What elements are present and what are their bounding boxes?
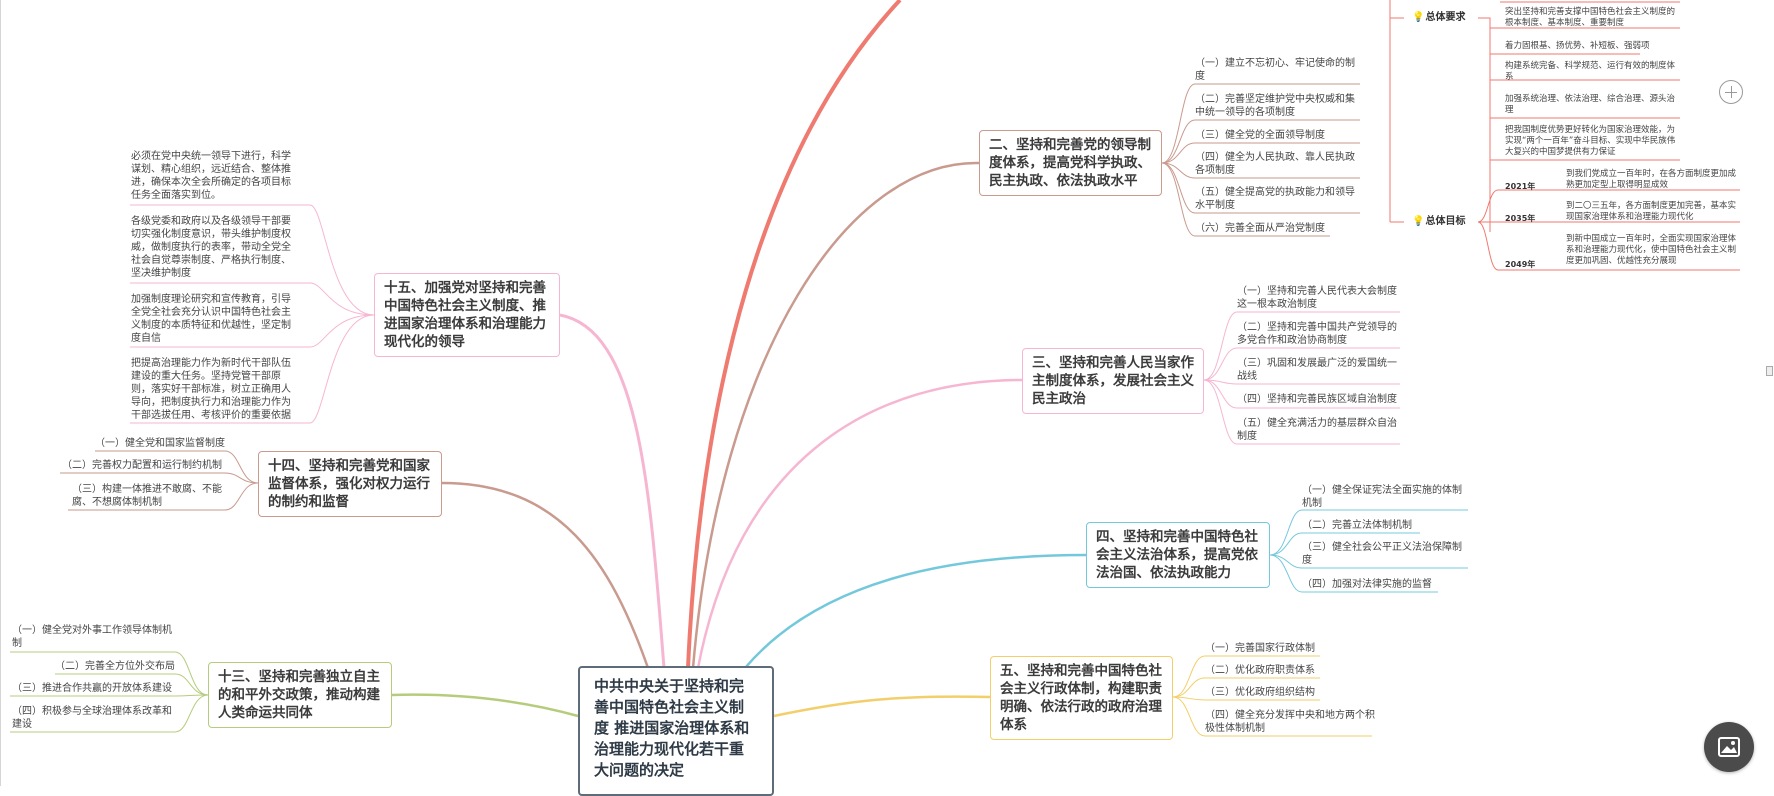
central-topic[interactable]: 中共中央关于坚持和完善中国特色社会主义制度 推进国家治理体系和治理能力现代化若干… bbox=[578, 666, 774, 796]
branch-2-item-3[interactable]: （三）健全党的全面领导制度 bbox=[1195, 130, 1325, 141]
branch-14-item-3[interactable]: （三）构建一体推进不敢腐、不能腐、不想腐体制机制 bbox=[72, 484, 222, 508]
branch-4-title: 四、坚持和完善中国特色社会主义法治体系，提高党依法治国、依法执政能力 bbox=[1096, 529, 1258, 581]
branch-3-item-4[interactable]: （四）坚持和完善民族区域自治制度 bbox=[1237, 394, 1397, 405]
requirement-item-3[interactable]: 构建系统完备、科学规范、运行有效的制度体系 bbox=[1505, 61, 1676, 82]
branch-2-item-5[interactable]: （五）健全提高党的执政能力和领导水平制度 bbox=[1195, 187, 1355, 211]
branch-13-topic[interactable]: 十三、坚持和完善独立自主的和平外交政策，推动构建人类命运共同体 bbox=[208, 662, 392, 728]
branch-15-item-2[interactable]: 各级党委和政府以及各级领导干部要切实强化制度意识，带头维护制度权威，做制度执行的… bbox=[131, 216, 291, 279]
branch-4-item-4[interactable]: （四）加强对法律实施的监督 bbox=[1302, 579, 1432, 590]
branch-3-title: 三、坚持和完善人民当家作主制度体系，发展社会主义民主政治 bbox=[1032, 355, 1194, 407]
requirement-item-2[interactable]: 着力固根基、扬优势、补短板、强弱项 bbox=[1505, 41, 1650, 51]
branch-15-item-1[interactable]: 必须在党中央统一领导下进行，科学谋划、精心组织，远近结合、整体推进，确保本次全会… bbox=[131, 151, 291, 201]
bulb-icon: 💡 bbox=[1412, 216, 1425, 227]
branch-5-item-2[interactable]: （二）优化政府职责体系 bbox=[1205, 665, 1315, 676]
scroll-handle[interactable] bbox=[1766, 366, 1773, 376]
branch-1-label-zongti-yaoqiu[interactable]: 💡总体要求 bbox=[1412, 12, 1466, 23]
goal-item-1[interactable]: 到我们党成立一百年时，在各方面制度更加成熟更加定型上取得明显成效 bbox=[1566, 169, 1737, 190]
connector-branch-15 bbox=[559, 313, 666, 669]
plus-icon[interactable] bbox=[1719, 80, 1743, 104]
branch-3-item-5[interactable]: （五）健全充满活力的基层群众自治制度 bbox=[1237, 418, 1397, 442]
image-icon bbox=[1718, 737, 1740, 757]
branch-2-item-6[interactable]: （六）完善全面从严治党制度 bbox=[1195, 223, 1325, 234]
canvas-left-edge bbox=[0, 0, 1, 786]
connector-branch-1 bbox=[686, 0, 902, 669]
requirement-item-5[interactable]: 把我国制度优势更好转化为国家治理效能，为实现“两个一百年”奋斗目标、实现中华民族… bbox=[1505, 125, 1676, 157]
requirement-item-1[interactable]: 突出坚持和完善支撑中国特色社会主义制度的根本制度、基本制度、重要制度 bbox=[1505, 7, 1676, 28]
central-topic-text: 中共中央关于坚持和完善中国特色社会主义制度 推进国家治理体系和治理能力现代化若干… bbox=[594, 677, 750, 779]
branch-4-item-2[interactable]: （二）完善立法体制机制 bbox=[1302, 520, 1412, 531]
requirement-item-4[interactable]: 加强系统治理、依法治理、综合治理、源头治理 bbox=[1505, 94, 1676, 115]
branch-13-title: 十三、坚持和完善独立自主的和平外交政策，推动构建人类命运共同体 bbox=[218, 669, 380, 721]
branch-5-item-1[interactable]: （一）完善国家行政体制 bbox=[1205, 643, 1315, 654]
branch-15-title: 十五、加强党对坚持和完善中国特色社会主义制度、推进国家治理体系和治理能力现代化的… bbox=[384, 280, 546, 350]
image-export-button[interactable] bbox=[1704, 722, 1754, 772]
branch-4-item-3[interactable]: （三）健全社会公平正义法治保障制度 bbox=[1302, 542, 1462, 566]
connector-branch-4 bbox=[744, 553, 1087, 669]
branch-13-item-2[interactable]: （二）完善全方位外交布局 bbox=[55, 661, 175, 672]
branch-4-item-1[interactable]: （一）健全保证宪法全面实施的体制机制 bbox=[1302, 485, 1462, 509]
connector-branch-2 bbox=[691, 161, 980, 669]
branch-15-item-4[interactable]: 把提高治理能力作为新时代干部队伍建设的重大任务。坚持党管干部原则，落实好干部标准… bbox=[131, 358, 291, 421]
branch-1-label-zongti-mubiao[interactable]: 💡总体目标 bbox=[1412, 216, 1466, 227]
goal-year-3: 2049年 bbox=[1505, 260, 1536, 269]
branch-5-topic[interactable]: 五、坚持和完善中国特色社会主义行政体制，构建职责明确、依法行政的政府治理体系 bbox=[990, 656, 1173, 740]
connector-branch-5 bbox=[773, 695, 991, 718]
goal-year-1: 2021年 bbox=[1505, 182, 1536, 191]
branch-3-item-1[interactable]: （一）坚持和完善人民代表大会制度这一根本政治制度 bbox=[1237, 286, 1397, 310]
branch-13-item-4[interactable]: （四）积极参与全球治理体系改革和建设 bbox=[12, 706, 172, 730]
branch-15-item-3[interactable]: 加强制度理论研究和宣传教育，引导全党全社会充分认识中国特色社会主义制度的本质特征… bbox=[131, 294, 291, 344]
branch-14-item-2[interactable]: （二）完善权力配置和运行制约机制 bbox=[62, 460, 222, 471]
goal-item-3[interactable]: 到新中国成立一百年时，全面实现国家治理体系和治理能力现代化，使中国特色社会主义制… bbox=[1566, 234, 1737, 266]
branch-15-topic[interactable]: 十五、加强党对坚持和完善中国特色社会主义制度、推进国家治理体系和治理能力现代化的… bbox=[374, 273, 560, 357]
branch-14-topic[interactable]: 十四、坚持和完善党和国家监督体系，强化对权力运行的制约和监督 bbox=[258, 451, 442, 517]
branch-5-title: 五、坚持和完善中国特色社会主义行政体制，构建职责明确、依法行政的政府治理体系 bbox=[1000, 663, 1162, 733]
bulb-icon: 💡 bbox=[1412, 12, 1425, 23]
branch-2-topic[interactable]: 二、坚持和完善党的领导制度体系，提高党科学执政、民主执政、依法执政水平 bbox=[979, 130, 1162, 196]
goal-year-2: 2035年 bbox=[1505, 214, 1536, 223]
branch-13-item-1[interactable]: （一）健全党对外事工作领导体制机制 bbox=[12, 625, 172, 649]
branch-2-item-4[interactable]: （四）健全为人民执政、靠人民执政各项制度 bbox=[1195, 152, 1355, 176]
connector-branch-13 bbox=[391, 693, 579, 718]
branch-5-item-3[interactable]: （三）优化政府组织结构 bbox=[1205, 687, 1315, 698]
branch-14-title: 十四、坚持和完善党和国家监督体系，强化对权力运行的制约和监督 bbox=[268, 458, 430, 510]
branch-2-title: 二、坚持和完善党的领导制度体系，提高党科学执政、民主执政、依法执政水平 bbox=[989, 137, 1151, 189]
branch-14-item-1[interactable]: （一）健全党和国家监督制度 bbox=[95, 438, 225, 449]
connector-branch-3 bbox=[696, 378, 1023, 669]
branch-5-item-4[interactable]: （四）健全充分发挥中央和地方两个积极性体制机制 bbox=[1205, 710, 1375, 734]
branch-13-item-3[interactable]: （三）推进合作共赢的开放体系建设 bbox=[12, 683, 172, 694]
goal-item-2[interactable]: 到二〇三五年，各方面制度更加完善，基本实现国家治理体系和治理能力现代化 bbox=[1566, 201, 1737, 222]
branch-2-item-2[interactable]: （二）完善坚定维护党中央权威和集中统一领导的各项制度 bbox=[1195, 94, 1355, 118]
branch-2-item-1[interactable]: （一）建立不忘初心、牢记使命的制度 bbox=[1195, 58, 1355, 82]
branch-4-topic[interactable]: 四、坚持和完善中国特色社会主义法治体系，提高党依法治国、依法执政能力 bbox=[1086, 522, 1270, 588]
branch-3-item-3[interactable]: （三）巩固和发展最广泛的爱国统一战线 bbox=[1237, 358, 1397, 382]
connector-branch-14 bbox=[441, 481, 650, 669]
branch-3-item-2[interactable]: （二）坚持和完善中国共产党领导的多党合作和政治协商制度 bbox=[1237, 322, 1397, 346]
branch-3-topic[interactable]: 三、坚持和完善人民当家作主制度体系，发展社会主义民主政治 bbox=[1022, 348, 1204, 414]
